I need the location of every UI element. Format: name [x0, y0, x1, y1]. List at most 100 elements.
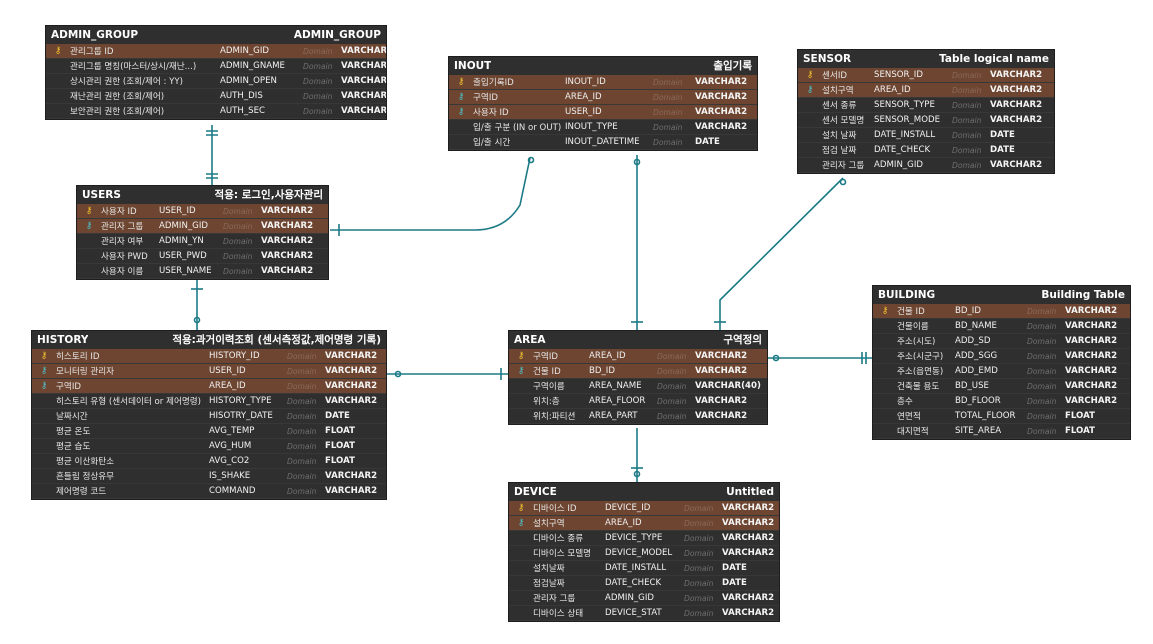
physical-name: AUTH_SEC	[220, 106, 266, 116]
data-type: VARCHAR2	[341, 106, 386, 116]
data-type: VARCHAR2	[990, 85, 1043, 95]
entity-header: USERS 적용: 로그인,사용자관리	[77, 186, 328, 203]
data-type: VARCHAR2	[261, 221, 314, 231]
data-type: DATE	[722, 578, 747, 588]
attribute-row[interactable]: 보안관리 권한 (조회/제어)AUTH_SECDomainVARCHAR2	[46, 104, 386, 119]
domain-label: Domain	[287, 366, 317, 376]
logical-name: 히스토리 ID	[56, 352, 100, 362]
logical-name: 건물 ID	[897, 307, 925, 317]
entity-comment: 적용:과거이력조회 (센서측정값,제어명령 기록)	[172, 334, 381, 346]
physical-name: INOUT_TYPE	[565, 122, 618, 132]
logical-name: 주소(읍면동)	[897, 367, 944, 377]
domain-label: Domain	[684, 533, 714, 543]
foreign-key-icon: ⚷	[517, 518, 525, 528]
entity-comment: ADMIN_GROUP	[293, 28, 381, 41]
domain-label: Domain	[1027, 366, 1057, 376]
entity-comment: 구역정의	[723, 334, 762, 346]
domain-label: Domain	[653, 77, 683, 87]
physical-name: DEVICE_ID	[605, 503, 651, 513]
domain-label: Domain	[684, 503, 714, 513]
logical-name: 사용자 PWD	[101, 252, 148, 262]
rel-area-sensor	[719, 177, 844, 330]
physical-name: DEVICE_MODEL	[605, 548, 673, 558]
domain-label: Domain	[653, 137, 683, 147]
logical-name: 출입기록ID	[473, 78, 514, 88]
logical-name: 위치:파티션	[533, 412, 576, 422]
logical-name: 관리자 그룹	[101, 222, 144, 232]
entity-comment: 출입기록	[713, 60, 752, 72]
logical-name: 점검 날짜	[822, 146, 857, 156]
domain-label: Domain	[287, 396, 317, 406]
rel-area-inout-circle	[633, 158, 641, 166]
physical-name: AREA_FLOOR	[589, 396, 646, 406]
physical-name: AREA_ID	[209, 381, 246, 391]
domain-label: Domain	[1027, 381, 1057, 391]
entity-history[interactable]: HISTORY 적용:과거이력조회 (센서측정값,제어명령 기록) ⚷히스토리 …	[31, 330, 387, 500]
physical-name: BD_ID	[955, 306, 981, 316]
logical-name: 센서 모델명	[822, 116, 865, 126]
data-type: VARCHAR2	[1065, 366, 1118, 376]
attribute-row[interactable]: 재난관리 권한 (조회/제어)AUTH_DISDomainVARCHAR2	[46, 89, 386, 104]
